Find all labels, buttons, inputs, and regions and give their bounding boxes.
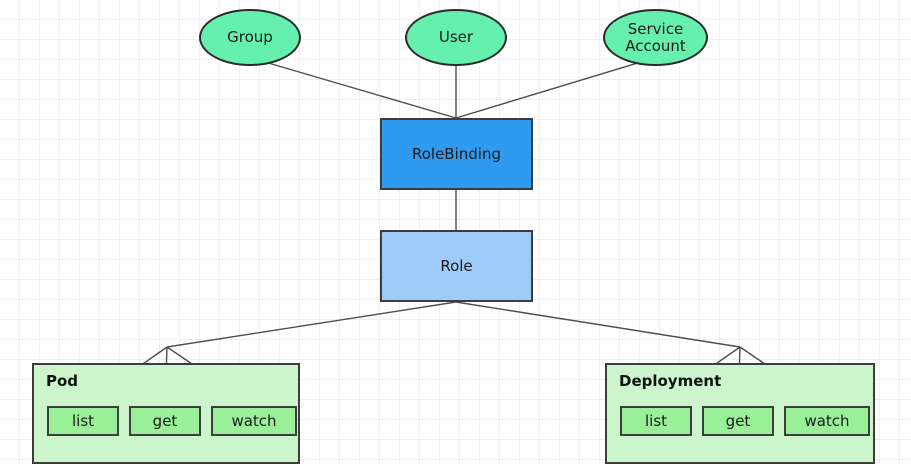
verb-pod-get-label: get	[152, 412, 178, 430]
resource-group-deployment-title: Deployment	[619, 372, 722, 390]
verb-deployment-get-label: get	[725, 412, 751, 430]
node-role[interactable]: Role	[380, 230, 533, 302]
verb-deployment-get[interactable]: get	[702, 406, 774, 436]
edge-role-to-pod	[166, 301, 457, 348]
verb-pod-get[interactable]: get	[129, 406, 201, 436]
node-user-label: User	[438, 28, 474, 47]
node-group-label: Group	[227, 28, 273, 47]
verb-pod-watch-label: watch	[231, 412, 277, 430]
edge-group-to-rolebinding	[264, 61, 457, 119]
node-rolebinding-label: RoleBinding	[411, 145, 501, 163]
node-role-label: Role	[440, 257, 473, 275]
node-user[interactable]: User	[405, 9, 507, 66]
verb-deployment-list[interactable]: list	[620, 406, 692, 436]
verb-pod-list-label: list	[71, 412, 95, 430]
node-service-account-label-line1: Service	[627, 19, 684, 38]
verb-pod-watch[interactable]: watch	[211, 406, 297, 436]
node-rolebinding[interactable]: RoleBinding	[380, 118, 533, 190]
edge-service-account-to-rolebinding	[455, 61, 642, 119]
verb-deployment-watch[interactable]: watch	[784, 406, 870, 436]
verb-deployment-watch-label: watch	[804, 412, 850, 430]
node-group[interactable]: Group	[199, 9, 301, 66]
verb-deployment-list-label: list	[644, 412, 668, 430]
node-service-account-label-line2: Account	[625, 36, 686, 55]
edge-role-to-deployment	[455, 301, 741, 348]
verb-pod-list[interactable]: list	[47, 406, 119, 436]
resource-group-pod-title: Pod	[46, 372, 79, 390]
